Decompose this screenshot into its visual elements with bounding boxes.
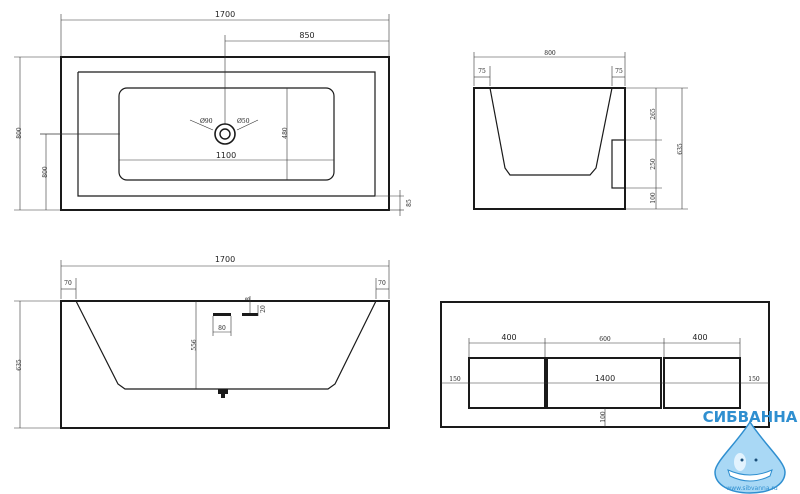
dim-top-inner-depth: 480: [282, 127, 289, 139]
dim-side-right-rim: 75: [615, 68, 623, 75]
side-view-outer: [473, 87, 626, 210]
dim-drain-left: Ø90: [200, 118, 213, 125]
top-view-rim-inner: [77, 71, 376, 197]
bottom-view: 400 600 400 1400 150 150 100: [440, 301, 770, 428]
dim-top-width-inner: 800: [42, 166, 49, 178]
dim-side-left-rim: 75: [478, 68, 486, 75]
dim-bottom-left: 400: [501, 333, 516, 342]
drain-symbol: [189, 119, 259, 145]
front-view: 1700 70 70 635 556 80 8 20: [14, 255, 390, 429]
dim-front-overflow-w: 80: [218, 325, 226, 332]
dim-side-width: 800: [544, 50, 556, 57]
drain-pipe-icon: [218, 389, 228, 398]
dim-bottom-right: 400: [692, 333, 707, 342]
dim-front-length: 1700: [215, 255, 235, 264]
dim-top-inner-length: 1100: [216, 151, 236, 160]
side-view-panel: [611, 139, 626, 189]
water-drop-icon: [714, 420, 786, 494]
dim-side-middle: 250: [650, 158, 657, 170]
dim-top-length: 1700: [215, 10, 235, 19]
dim-bottom-right-margin: 150: [748, 376, 760, 383]
dim-front-depth: 556: [191, 339, 198, 351]
dim-bottom-left-margin: 150: [449, 376, 461, 383]
dim-front-height: 635: [16, 359, 23, 371]
dim-side-lower: 100: [650, 192, 657, 204]
dim-front-overflow-d: 20: [260, 305, 267, 313]
dim-bottom-middle: 600: [599, 336, 611, 343]
dim-front-overflow-h: 8: [245, 297, 252, 301]
dim-bottom-bottom: 100: [600, 411, 607, 423]
dim-side-upper: 265: [650, 108, 657, 120]
overflow-right: [242, 313, 258, 316]
dim-top-half: 850: [299, 31, 314, 40]
dim-top-width-outer: 800: [16, 127, 23, 139]
overflow-left: [213, 313, 231, 316]
dim-front-right-rim: 70: [378, 280, 386, 287]
logo-url: www.sibvanna.ru: [726, 485, 778, 492]
dim-top-rim: 85: [406, 199, 413, 207]
top-view: 1700 850 800 800 1100 480 85 Ø90: [14, 10, 413, 216]
dim-drain-right: Ø50: [237, 118, 250, 125]
front-view-outer: [60, 300, 390, 429]
dim-front-left-rim: 70: [64, 280, 72, 287]
logo-name: СИБВАННА: [703, 408, 798, 426]
side-view: 800 75 75 265 250 100 635: [473, 50, 688, 210]
sibvanna-logo: СИБВАННА www.sibvanna.ru: [703, 408, 798, 494]
dim-bottom-total: 1400: [595, 374, 615, 383]
side-view-basin: [489, 87, 613, 176]
bathtub-icon: [727, 469, 773, 482]
dim-side-total: 635: [677, 143, 684, 155]
